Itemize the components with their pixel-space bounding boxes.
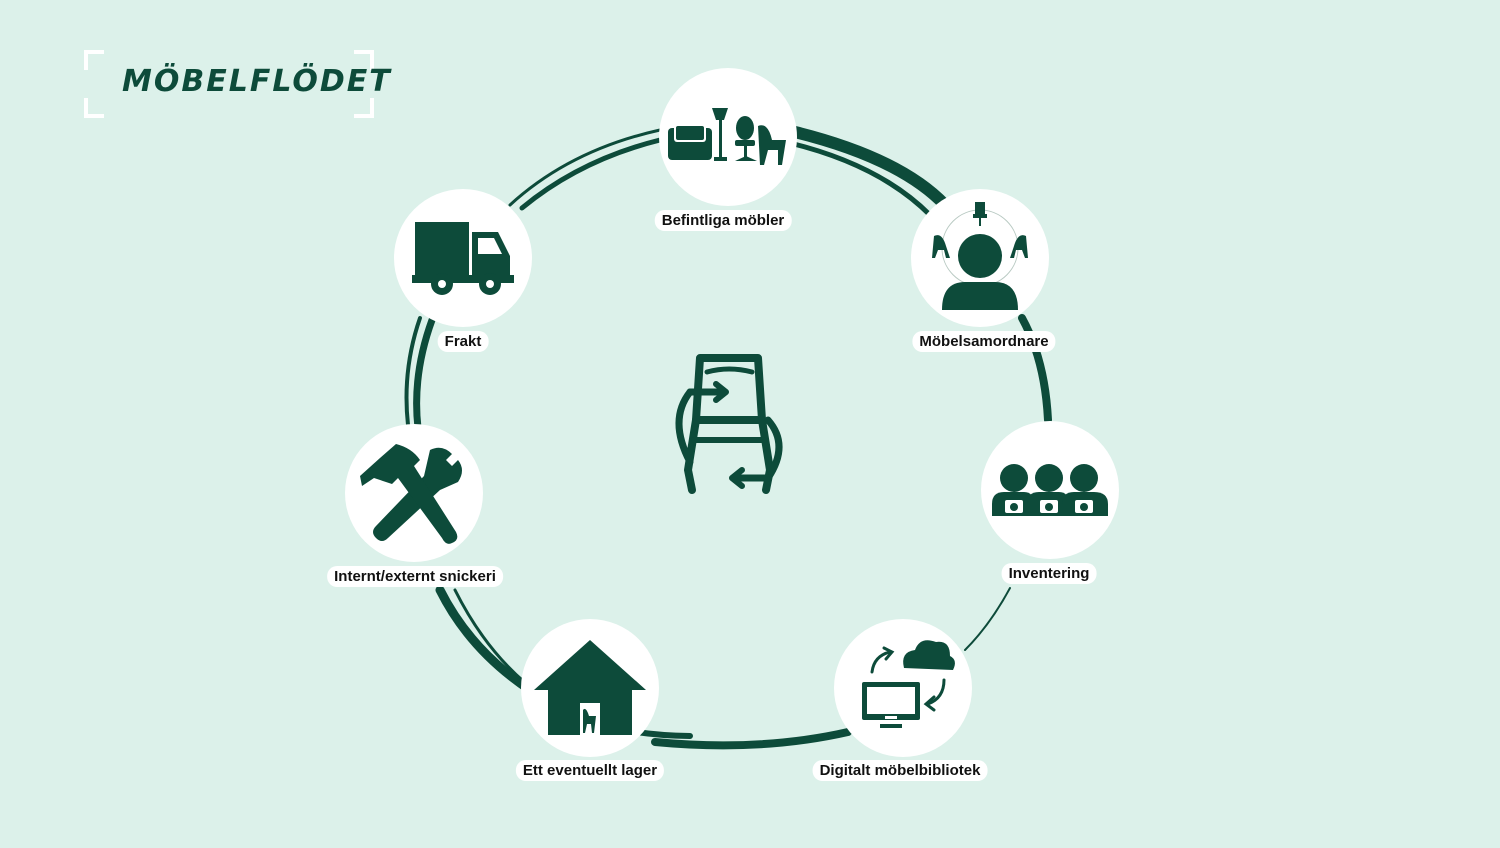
ring-arc-top-left-2	[519, 137, 663, 211]
ring-arc-lower-left	[435, 585, 535, 695]
ring-arc-left	[404, 316, 422, 427]
node-ett-eventuellt-lager	[521, 619, 659, 757]
ring-arc-bottom	[651, 728, 852, 750]
node-mobelsamordnare	[911, 189, 1049, 327]
ring-arc-top-left	[508, 128, 662, 207]
cloud-library-icon	[862, 640, 955, 728]
logo-text: MÖBELFLÖDET	[122, 64, 392, 99]
truck-icon	[412, 222, 514, 295]
ring-arc-lower-right	[964, 587, 1011, 651]
ring-arc-left-thick	[413, 316, 436, 432]
furniture-icon	[668, 108, 786, 165]
label-befintliga-mobler: Befintliga möbler	[654, 210, 792, 231]
logo: MÖBELFLÖDET	[84, 50, 390, 118]
ring-arc-top-right	[789, 126, 951, 211]
logo-bracket-bottom-right	[354, 98, 374, 118]
label-inventering: Inventering	[1001, 563, 1097, 584]
coordinator-icon	[932, 202, 1028, 310]
node-internt-externt-snickeri	[345, 424, 483, 562]
label-ett-eventuellt-lager: Ett eventuellt lager	[515, 760, 665, 781]
chair-reuse-cycle-icon	[675, 354, 783, 494]
node-befintliga-mobler	[659, 68, 797, 206]
label-mobelsamordnare: Möbelsamordnare	[912, 331, 1056, 352]
ring-arc-top-right-thin	[787, 140, 933, 218]
label-frakt: Frakt	[437, 331, 489, 352]
logo-bracket-bottom-left	[84, 98, 104, 118]
label-internt-externt-snickeri: Internt/externt snickeri	[327, 566, 503, 587]
inventory-team-icon	[992, 464, 1108, 516]
logo-bracket-top-right	[354, 50, 374, 70]
warehouse-icon	[534, 640, 646, 735]
tools-icon	[360, 444, 462, 544]
logo-bracket-top-left	[84, 50, 104, 70]
node-digitalt-mobelbibliotek	[834, 619, 972, 757]
node-inventering	[981, 421, 1119, 559]
node-frakt	[394, 189, 532, 327]
ring-arc-right	[1018, 314, 1052, 424]
label-digitalt-mobelbibliotek: Digitalt möbelbibliotek	[812, 760, 988, 781]
